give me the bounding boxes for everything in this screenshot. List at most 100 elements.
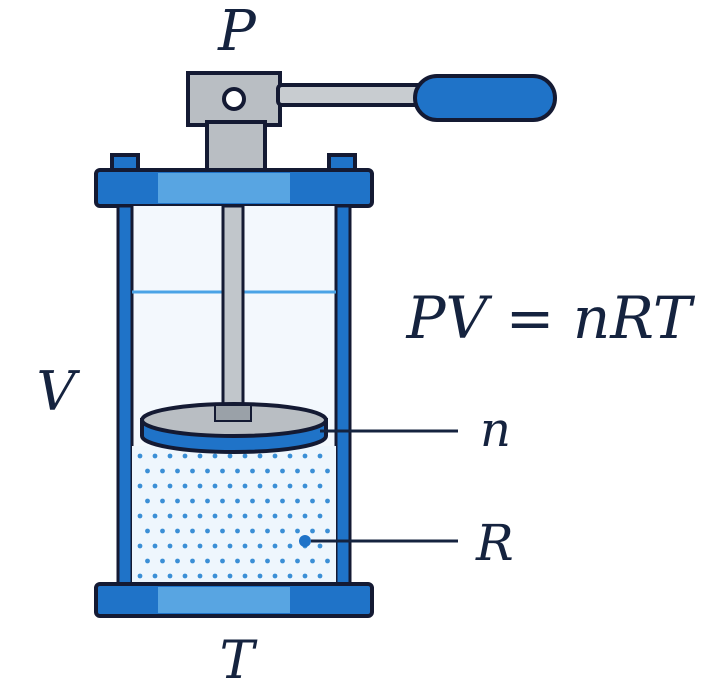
gas-dot	[182, 573, 188, 579]
gas-dot	[280, 528, 285, 534]
gas-dot	[235, 498, 240, 504]
piston-collar	[214, 404, 252, 422]
gas-dot	[235, 558, 240, 564]
gas-dot	[272, 573, 278, 579]
label-v: V	[37, 360, 81, 423]
gas-dot	[265, 528, 270, 534]
top-plate	[94, 153, 374, 208]
gas-dot	[145, 468, 150, 474]
gas-dot	[257, 453, 263, 459]
gas-dot	[272, 483, 278, 489]
gas-dot	[287, 513, 293, 519]
gas-dot	[220, 558, 225, 564]
gas-dot	[257, 573, 263, 579]
gas-dot	[227, 513, 233, 519]
gas-dot	[317, 543, 323, 549]
gas-dot	[257, 513, 263, 519]
gas-dot	[152, 453, 158, 459]
gas-dot	[235, 528, 240, 534]
gas-dot	[302, 573, 308, 579]
gas-dot	[220, 468, 225, 474]
gas-dot	[212, 513, 218, 519]
gas-dot	[265, 558, 270, 564]
leader-r-dot	[299, 535, 311, 547]
gas-dot	[145, 558, 150, 564]
gas-dot	[205, 498, 210, 504]
gas-dot	[190, 558, 195, 564]
gas-dot	[227, 573, 233, 579]
gas-dot	[190, 498, 195, 504]
gas-dot	[302, 453, 308, 459]
top-plate-highlight	[158, 173, 290, 203]
gas-dot	[325, 498, 330, 504]
label-n: n	[480, 402, 511, 458]
gas-dot	[137, 543, 143, 549]
gas-dot	[160, 468, 165, 474]
gas-dot	[137, 513, 143, 519]
gas-dot	[317, 513, 323, 519]
gas-dot	[167, 513, 173, 519]
cylinder-wall-left	[116, 204, 134, 590]
gas-dot	[317, 483, 323, 489]
gas-dot	[167, 453, 173, 459]
gas-dot	[137, 453, 143, 459]
gas-dot	[325, 468, 330, 474]
gas-dot	[160, 558, 165, 564]
gas-dot	[250, 468, 255, 474]
gas-dot	[160, 498, 165, 504]
gas-dot	[167, 543, 173, 549]
gas-dot	[302, 513, 308, 519]
gas-dot	[295, 558, 300, 564]
gas-dot	[310, 528, 315, 534]
gas-dot	[242, 543, 248, 549]
piston	[140, 402, 328, 454]
piston-rod	[221, 204, 245, 412]
gas-dot	[287, 543, 293, 549]
gas-dot	[302, 483, 308, 489]
gas-dot	[272, 543, 278, 549]
gas-dot	[280, 468, 285, 474]
gas-dot	[212, 453, 218, 459]
gas-dot	[295, 468, 300, 474]
gas-dot	[152, 483, 158, 489]
gas-dot	[295, 528, 300, 534]
gas-dot	[205, 558, 210, 564]
gas-dot	[250, 498, 255, 504]
gas-dot	[317, 573, 323, 579]
gas-dot	[242, 573, 248, 579]
gas-dot	[197, 573, 203, 579]
gas-dot	[227, 483, 233, 489]
gas-dot	[257, 543, 263, 549]
gas-dot	[182, 513, 188, 519]
gas-dot	[212, 573, 218, 579]
gas-dot	[272, 513, 278, 519]
gas-dot	[175, 468, 180, 474]
gas-dot	[182, 453, 188, 459]
gas-dot	[205, 528, 210, 534]
gas-dot	[152, 543, 158, 549]
gas-dot	[287, 573, 293, 579]
gas-dot	[310, 468, 315, 474]
gas-dot	[220, 528, 225, 534]
gas-dot	[280, 558, 285, 564]
gas-dot	[197, 453, 203, 459]
handle-post	[205, 120, 267, 172]
gas-dot	[287, 483, 293, 489]
gas-dot	[287, 453, 293, 459]
gas-region	[132, 446, 336, 586]
gas-dot	[175, 528, 180, 534]
gas-dot	[175, 558, 180, 564]
press-handle	[186, 71, 557, 172]
gas-dot	[257, 483, 263, 489]
gas-dot	[152, 573, 158, 579]
gas-dot	[242, 453, 248, 459]
gas-dot	[182, 483, 188, 489]
label-t: T	[220, 631, 258, 691]
cylinder-wall-right	[334, 204, 352, 590]
handle-grip	[413, 74, 557, 122]
gas-dot	[242, 513, 248, 519]
gas-dot	[250, 558, 255, 564]
pivot-bolt	[222, 87, 246, 111]
gas-dot	[317, 453, 323, 459]
gas-dot	[227, 543, 233, 549]
